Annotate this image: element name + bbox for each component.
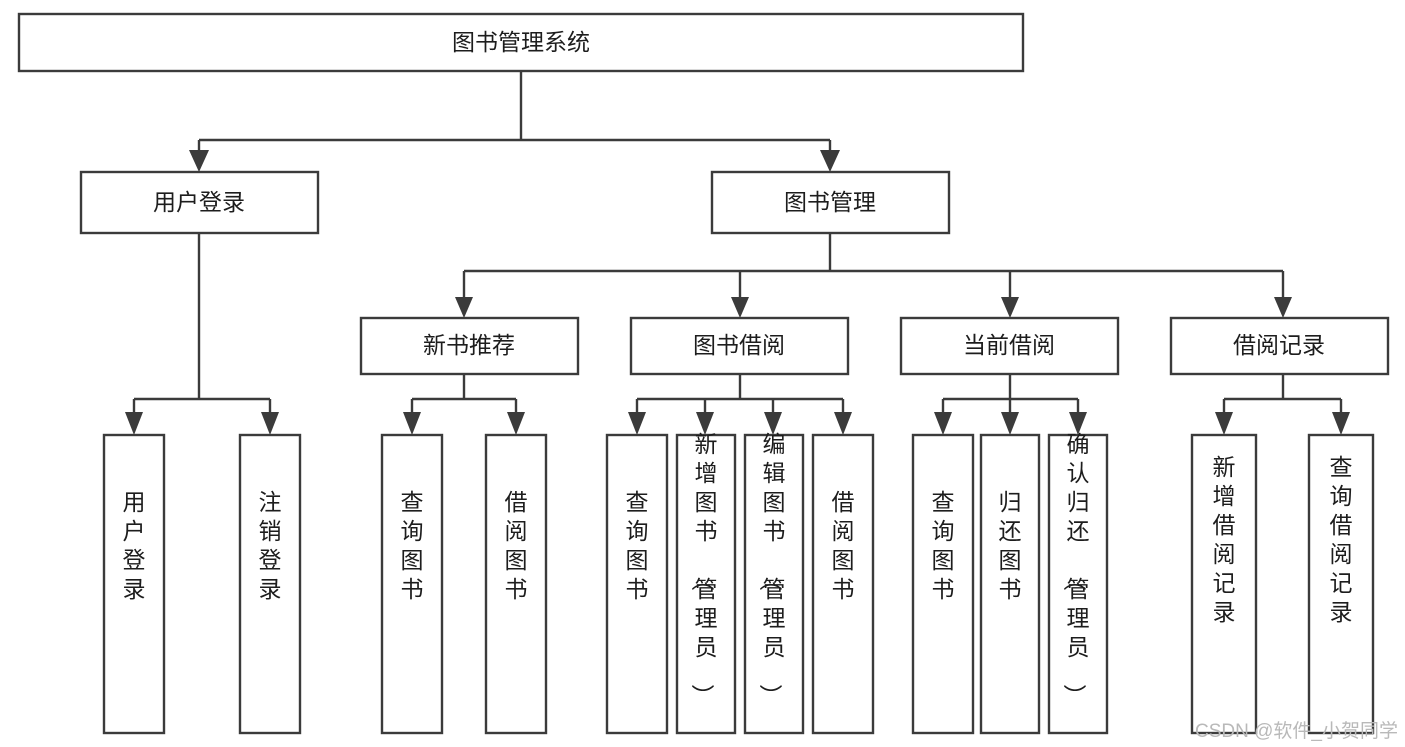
arrow-head-book-mgmt bbox=[820, 150, 840, 172]
leaf-box-user-1[interactable] bbox=[238, 433, 302, 735]
arrow-head-leaf-bookborrow-2 bbox=[764, 412, 782, 435]
node-book-management[interactable]: 图书管理 bbox=[710, 170, 951, 235]
arrow-head-currentborrow bbox=[1001, 297, 1019, 318]
leaf-node[interactable]: 用户登录 bbox=[102, 433, 166, 735]
leaf-box-currentborrow-0[interactable] bbox=[911, 433, 975, 735]
node-book-borrow-label: 图书借阅 bbox=[693, 332, 785, 358]
connector-layer bbox=[125, 71, 1350, 435]
leaf-box-bookborrow-0[interactable] bbox=[605, 433, 669, 735]
leaf-node[interactable]: 查询借阅记录 bbox=[1307, 433, 1375, 735]
arrow-head-leaf-user-0 bbox=[125, 412, 143, 435]
leaf-label-currentborrow-1: 归还图书 bbox=[999, 489, 1022, 602]
leaf-node[interactable]: 借阅图书 bbox=[811, 433, 875, 735]
node-new-book-recommend-label: 新书推荐 bbox=[423, 332, 515, 358]
node-root-label: 图书管理系统 bbox=[452, 29, 590, 55]
leaf-label-borrowrecord-0: 新增借阅记录 bbox=[1213, 454, 1236, 625]
leaf-label-bookborrow-0: 查询图书 bbox=[626, 489, 649, 602]
leaf-node[interactable]: 注销登录 bbox=[238, 433, 302, 735]
leaf-node[interactable]: 归还图书 bbox=[979, 433, 1041, 735]
leaf-label-newbook-1: 借阅图书 bbox=[505, 489, 528, 602]
leaf-label-currentborrow-0: 查询图书 bbox=[932, 489, 955, 602]
node-current-borrow-label: 当前借阅 bbox=[963, 332, 1055, 358]
leaf-label-borrowrecord-1: 查询借阅记录 bbox=[1330, 454, 1353, 625]
leaf-label-user-1: 注销登录 bbox=[259, 489, 282, 602]
node-book-management-box[interactable] bbox=[710, 170, 951, 235]
arrow-head-leaf-bookborrow-3 bbox=[834, 412, 852, 435]
node-new-book-recommend[interactable]: 新书推荐 bbox=[359, 316, 580, 376]
arrow-head-leaf-bookborrow-0 bbox=[628, 412, 646, 435]
leaf-node[interactable]: 查询图书 bbox=[380, 433, 444, 735]
leaf-box-bookborrow-1[interactable] bbox=[675, 433, 737, 735]
arrow-head-leaf-newbook-0 bbox=[403, 412, 421, 435]
node-book-management-label: 图书管理 bbox=[784, 189, 876, 215]
node-root[interactable]: 图书管理系统 bbox=[17, 12, 1025, 73]
node-new-book-recommend-box[interactable] bbox=[359, 316, 580, 376]
node-borrow-record-box[interactable] bbox=[1169, 316, 1390, 376]
leaf-box-newbook-1[interactable] bbox=[484, 433, 548, 735]
leaf-node[interactable]: 查询图书 bbox=[911, 433, 975, 735]
watermark-label: CSDN @软件_小贺同学 bbox=[1195, 720, 1398, 742]
leaf-box-bookborrow-3[interactable] bbox=[811, 433, 875, 735]
node-book-borrow[interactable]: 图书借阅 bbox=[629, 316, 850, 376]
leaf-label-currentborrow-2: 确认归还（管理员） bbox=[1062, 431, 1090, 707]
leaf-node[interactable]: 新增借阅记录 bbox=[1190, 433, 1258, 735]
arrow-head-newbook bbox=[455, 297, 473, 318]
node-current-borrow[interactable]: 当前借阅 bbox=[899, 316, 1120, 376]
leaf-label-newbook-0: 查询图书 bbox=[401, 489, 424, 602]
node-current-borrow-box[interactable] bbox=[899, 316, 1120, 376]
leaf-node[interactable]: 新增图书（管理员） bbox=[675, 431, 737, 735]
arrow-head-bookborrow bbox=[731, 297, 749, 318]
leaf-box-newbook-0[interactable] bbox=[380, 433, 444, 735]
arrow-head-leaf-newbook-1 bbox=[507, 412, 525, 435]
arrow-head-leaf-currentborrow-1 bbox=[1001, 412, 1019, 435]
leaf-label-bookborrow-2: 编辑图书（管理员） bbox=[758, 431, 786, 707]
arrow-head-borrowrecord bbox=[1274, 297, 1292, 318]
arrow-head-leaf-user-1 bbox=[261, 412, 279, 435]
leaf-node[interactable]: 确认归还（管理员） bbox=[1047, 431, 1109, 735]
leaf-node[interactable]: 编辑图书（管理员） bbox=[743, 431, 805, 735]
leaf-box-borrowrecord-1[interactable] bbox=[1307, 433, 1375, 735]
arrow-head-leaf-currentborrow-2 bbox=[1069, 412, 1087, 435]
leaf-box-user-0[interactable] bbox=[102, 433, 166, 735]
node-user-login[interactable]: 用户登录 bbox=[79, 170, 320, 235]
leaf-label-bookborrow-3: 借阅图书 bbox=[832, 489, 855, 602]
leaf-node[interactable]: 查询图书 bbox=[605, 433, 669, 735]
arrow-head-leaf-bookborrow-1 bbox=[696, 412, 714, 435]
leaf-box-currentborrow-1[interactable] bbox=[979, 433, 1041, 735]
arrow-head-leaf-borrowrecord-1 bbox=[1332, 412, 1350, 435]
leaf-box-currentborrow-2[interactable] bbox=[1047, 433, 1109, 735]
leaf-node[interactable]: 借阅图书 bbox=[484, 433, 548, 735]
node-user-login-label: 用户登录 bbox=[153, 189, 245, 215]
leaf-label-user-0: 用户登录 bbox=[123, 489, 146, 602]
node-borrow-record-label: 借阅记录 bbox=[1233, 332, 1325, 358]
node-book-borrow-box[interactable] bbox=[629, 316, 850, 376]
arrow-head-leaf-borrowrecord-0 bbox=[1215, 412, 1233, 435]
leaf-box-bookborrow-2[interactable] bbox=[743, 433, 805, 735]
node-root-box[interactable] bbox=[17, 12, 1025, 73]
arrow-head-user-login bbox=[189, 150, 209, 172]
leaf-label-bookborrow-1: 新增图书（管理员） bbox=[690, 431, 718, 707]
arrow-head-leaf-currentborrow-0 bbox=[934, 412, 952, 435]
node-borrow-record[interactable]: 借阅记录 bbox=[1169, 316, 1390, 376]
node-user-login-box[interactable] bbox=[79, 170, 320, 235]
leaf-box-borrowrecord-0[interactable] bbox=[1190, 433, 1258, 735]
